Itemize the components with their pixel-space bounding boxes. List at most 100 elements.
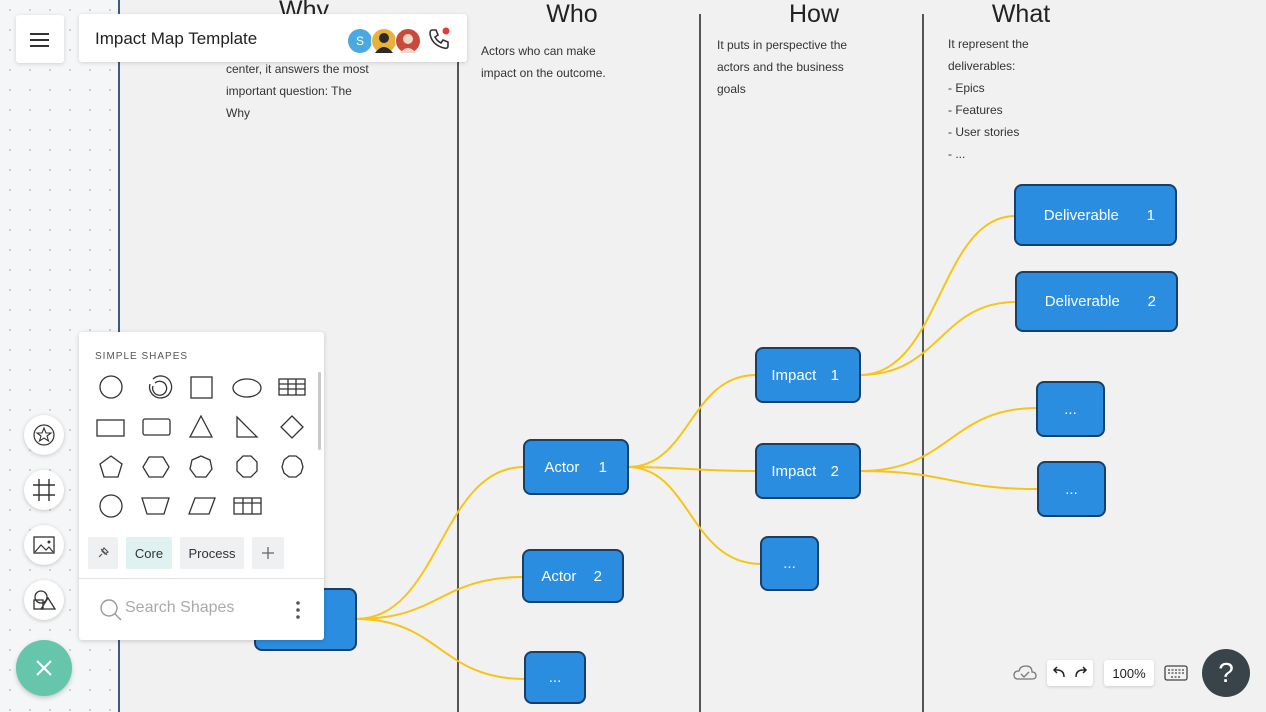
more-options-icon[interactable]: [293, 599, 303, 621]
node-number: 1: [1146, 206, 1155, 224]
column-title-how: How: [788, 0, 840, 28]
node-number: 1: [598, 458, 607, 476]
text-line: important question: The: [226, 84, 352, 98]
node-number: 1: [830, 366, 839, 384]
pin-tab[interactable]: [88, 537, 118, 569]
text-line: impact on the outcome.: [481, 66, 606, 80]
deliverable-node-2[interactable]: Deliverable 2: [1015, 271, 1178, 332]
pentagon-shape-icon: [99, 455, 123, 478]
undo-redo-group: [1047, 660, 1093, 686]
impact-node-2[interactable]: Impact 2: [755, 443, 861, 499]
triangle-shape-icon: [188, 414, 214, 438]
text-line: - ...: [948, 147, 966, 161]
decagon-shape-icon: [281, 455, 304, 478]
column-text-what: It represent the deliverables: - Epics -…: [948, 33, 1068, 165]
menu-icon-bar: [30, 45, 49, 47]
rectangle-shape-icon: [96, 419, 125, 437]
node-label: Impact: [771, 462, 817, 480]
text-line: goals: [717, 82, 746, 96]
tab-core[interactable]: Core: [126, 537, 172, 569]
actor-node-placeholder[interactable]: ...: [524, 651, 586, 704]
text-line: - Epics: [948, 81, 985, 95]
undo-icon[interactable]: [1050, 663, 1070, 683]
connector: [859, 301, 1017, 376]
actor-node-1[interactable]: Actor 1: [523, 439, 629, 495]
node-label: Actor: [541, 567, 577, 585]
node-label: Deliverable: [1043, 206, 1119, 224]
connector: [355, 576, 524, 620]
document-title[interactable]: Impact Map Template: [95, 29, 258, 48]
avatar[interactable]: S: [347, 28, 373, 54]
diamond-shape-icon: [280, 415, 304, 439]
avatar[interactable]: [371, 28, 397, 54]
octagon-shape-icon: [236, 455, 258, 478]
keyboard-icon[interactable]: [1164, 664, 1188, 682]
ellipse-shape-icon: [232, 378, 262, 398]
text-line: - Features: [948, 103, 1003, 117]
text-line: center, it answers the most: [226, 62, 369, 76]
avatar-initial: S: [355, 34, 364, 48]
zoom-level[interactable]: 100%: [1104, 660, 1154, 686]
actor-node-2[interactable]: Actor 2: [522, 549, 624, 603]
column-text-how: It puts in perspective the actors and th…: [717, 34, 901, 100]
user-photo-icon: [375, 33, 393, 53]
menu-icon-bar: [30, 39, 49, 41]
connector: [355, 466, 525, 620]
grid-table-shape-icon: [233, 497, 262, 515]
node-label: Deliverable: [1044, 293, 1120, 310]
column-text-who: Actors who can make impact on the outcom…: [481, 40, 645, 84]
shapes-tool-button[interactable]: [24, 580, 64, 620]
column-divider: [457, 14, 459, 712]
frame-tool-button[interactable]: [24, 470, 64, 510]
close-panel-button[interactable]: [16, 640, 72, 696]
menu-icon-bar: [30, 33, 49, 35]
heptagon-shape-icon: [189, 455, 213, 478]
square-shape-icon: [190, 376, 213, 399]
shapes-panel: SIMPLE SHAPES: [79, 332, 324, 640]
table-shape-icon: [278, 378, 306, 396]
node-label: Actor: [544, 458, 580, 476]
column-text-why: center, it answers the most important qu…: [226, 58, 422, 124]
node-number: 2: [593, 567, 602, 585]
avatar[interactable]: [395, 28, 421, 54]
column-title-what: What: [991, 0, 1051, 28]
right-triangle-shape-icon: [236, 415, 259, 438]
close-icon: [36, 660, 52, 676]
image-tool-button[interactable]: [24, 525, 64, 565]
arc-shape-icon: [148, 375, 173, 399]
deliverable-node-1[interactable]: Deliverable 1: [1014, 184, 1177, 246]
tab-process[interactable]: Process: [180, 537, 244, 569]
pin-icon: [98, 547, 109, 558]
add-library-button[interactable]: [252, 537, 284, 569]
connector: [627, 374, 757, 468]
node-label: ...: [783, 555, 796, 572]
impact-node-1[interactable]: Impact 1: [755, 347, 861, 403]
search-input[interactable]: Search Shapes: [125, 599, 235, 616]
help-button[interactable]: ?: [1202, 649, 1250, 697]
node-label: ...: [548, 669, 562, 686]
favorites-button[interactable]: [24, 415, 64, 455]
user-photo-icon: [400, 34, 416, 53]
plus-icon: [262, 547, 274, 559]
circle-shape-icon: [99, 375, 123, 399]
shapes-grid-icons: [96, 372, 321, 518]
cloud-save-icon[interactable]: [1012, 662, 1038, 684]
connector: [355, 618, 526, 680]
menu-button[interactable]: [16, 15, 64, 63]
circle-outline-shape-icon: [99, 494, 123, 518]
column-divider: [699, 14, 701, 712]
deliverable-node-placeholder-2[interactable]: ...: [1037, 461, 1106, 517]
text-line: Actors who can make: [481, 44, 596, 58]
connector: [859, 215, 1016, 376]
panel-scrollbar: [318, 372, 321, 450]
panel-title: SIMPLE SHAPES: [95, 351, 189, 362]
parallelogram-shape-icon: [188, 497, 216, 515]
hexagon-shape-icon: [142, 456, 170, 478]
redo-icon[interactable]: [1070, 663, 1090, 683]
impact-node-placeholder[interactable]: ...: [760, 536, 819, 591]
rounded-rectangle-shape-icon: [142, 418, 171, 436]
deliverable-node-placeholder-1[interactable]: ...: [1036, 381, 1105, 437]
phone-call-icon[interactable]: [426, 26, 452, 52]
shapes-icon: [33, 590, 57, 610]
